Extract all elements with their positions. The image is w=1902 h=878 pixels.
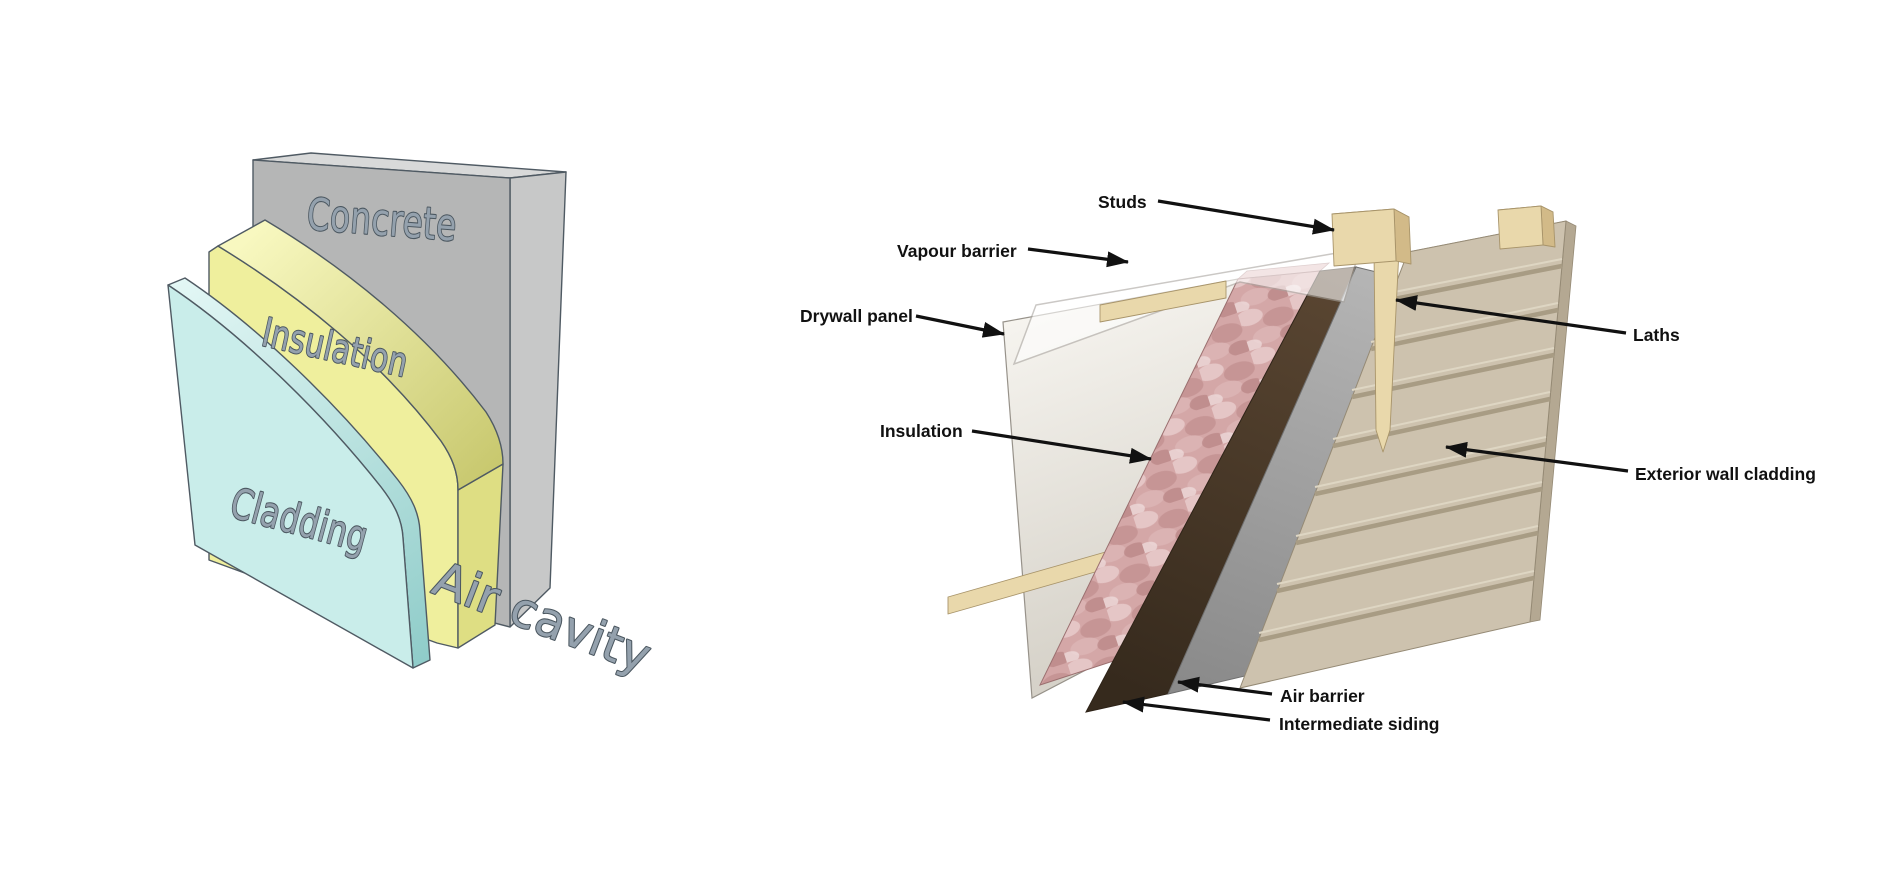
laths-label: Laths [1633,325,1680,345]
wall-layers-diagram: Concrete Insulation Cladding Air cavity [167,152,660,686]
air-barrier-label: Air barrier [1280,686,1365,706]
stud-left-side-face [1393,208,1412,265]
insulation-arrow [971,429,1152,464]
stud-left-front-face [1331,208,1397,267]
drywall-panel-label: Drywall panel [800,306,913,326]
stud-block-right [1497,205,1556,250]
insulation-top-edge [217,219,504,491]
drywall-panel-arrow [915,314,1005,338]
exterior-wall-cladding-label: Exterior wall cladding [1635,464,1816,484]
stud-right-front-face [1497,205,1544,250]
stud-block-left [1331,208,1412,267]
insulation-label-right: Insulation [880,421,963,441]
exterior-wall-cladding-arrow [1445,441,1629,473]
concrete-side-face [509,171,567,628]
air-barrier-arrow [1177,676,1273,696]
intermediate-siding-label: Intermediate siding [1279,714,1439,734]
vapour-barrier-arrow [1027,247,1129,268]
upper-rail-shape [1099,280,1227,323]
callout-arrows [915,199,1629,722]
cladding-front-face [167,284,414,669]
studs-label: Studs [1098,192,1147,212]
laths-arrow [1395,295,1627,335]
callout-labels: Studs Vapour barrier Drywall panel Insul… [800,192,1816,734]
cladding-panel [167,277,431,669]
wall-assembly-diagram: Studs Vapour barrier Drywall panel Insul… [800,192,1816,734]
intermediate-siding-arrow [1122,696,1271,722]
vapour-barrier-shape [1012,248,1362,366]
vapour-barrier-label: Vapour barrier [897,241,1017,261]
studs-arrow [1157,199,1335,235]
